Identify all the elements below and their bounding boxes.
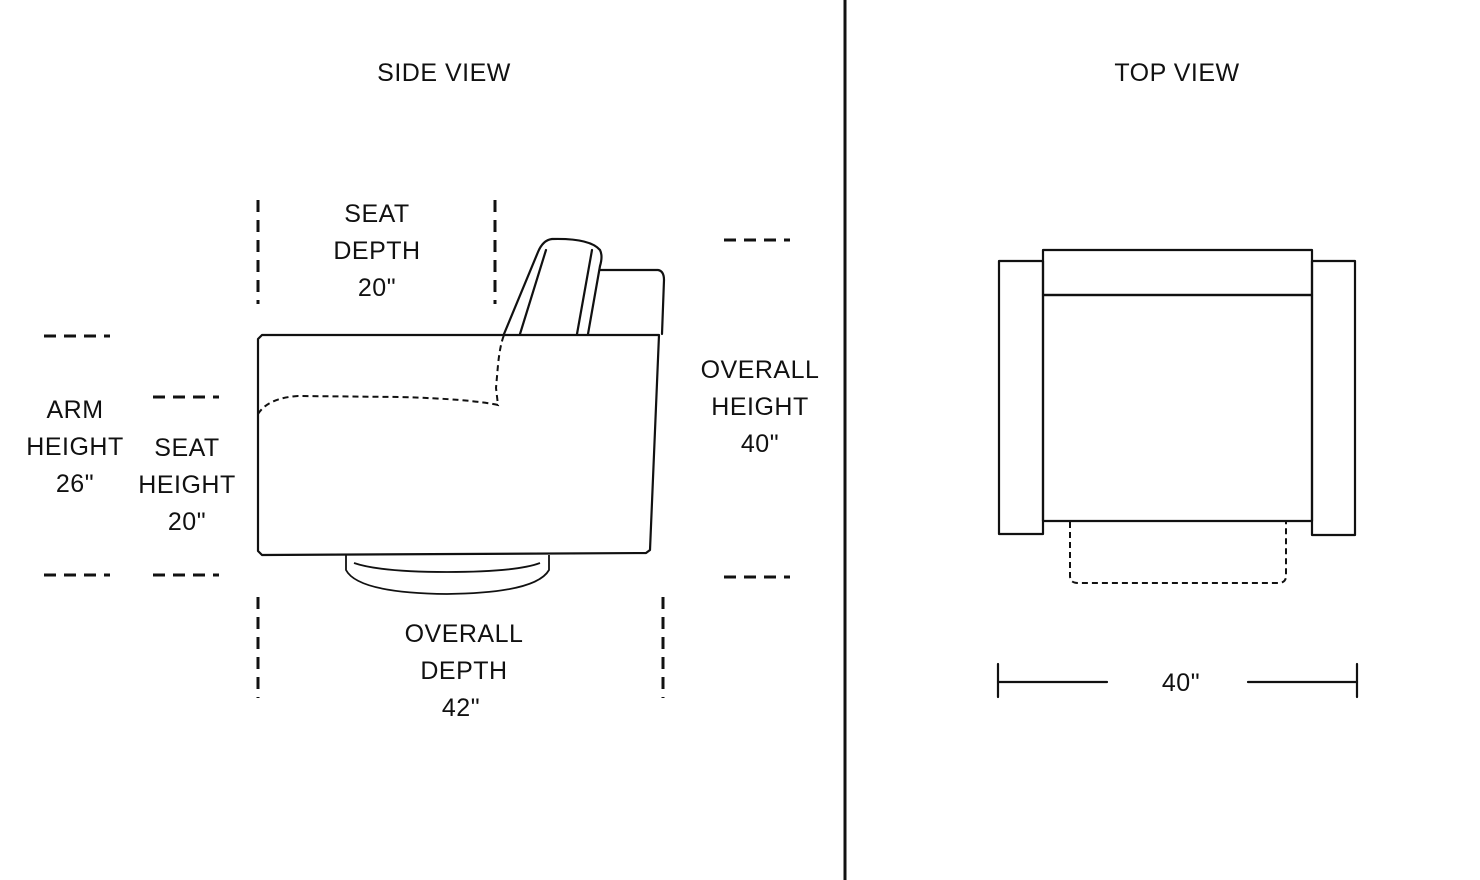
back-cushion-front: [502, 237, 603, 336]
back-top: [1041, 248, 1314, 297]
side-view-title: SIDE VIEW: [377, 59, 511, 87]
back-cushion-rear: [598, 268, 666, 336]
chair-body: [256, 333, 661, 557]
overall-depth-line2: DEPTH: [420, 657, 507, 685]
seat-height-value: 20": [168, 508, 206, 536]
seat-height-line1: SEAT: [154, 434, 219, 462]
overall-depth-value: 42": [442, 694, 480, 722]
top-view-title: TOP VIEW: [1114, 59, 1239, 87]
swivel-base-top-hidden: [1069, 522, 1287, 584]
seat-height-line2: HEIGHT: [138, 471, 235, 499]
swivel-base-inner: [353, 562, 541, 573]
seat-depth-label: SEAT DEPTH 20": [333, 200, 420, 302]
arm-height-value: 26": [56, 470, 94, 498]
overall-height-label: OVERALL HEIGHT 40": [701, 356, 820, 458]
seat-hidden-line: [257, 334, 505, 415]
seat-depth-line2: DEPTH: [333, 237, 420, 265]
swivel-base: [345, 555, 550, 595]
overall-depth-line1: OVERALL: [405, 620, 524, 648]
width-dimension: 40": [996, 662, 1359, 699]
back-cushion-seam-2: [575, 248, 594, 336]
seat-height-label: SEAT HEIGHT 20": [138, 434, 235, 536]
chair-side-drawing: [256, 237, 666, 595]
seat-top: [1041, 293, 1314, 523]
overall-height-line2: HEIGHT: [711, 393, 808, 421]
overall-height-line1: OVERALL: [701, 356, 820, 384]
seat-depth-line1: SEAT: [344, 200, 409, 228]
back-cushion-seam: [518, 248, 548, 336]
width-value: 40": [1162, 669, 1200, 697]
left-arm-top: [997, 259, 1045, 536]
overall-height-value: 40": [741, 430, 779, 458]
chair-top-drawing: [997, 248, 1357, 584]
right-arm-top: [1310, 259, 1357, 537]
seat-depth-value: 20": [358, 274, 396, 302]
arm-height-line1: ARM: [46, 396, 103, 424]
arm-height-line2: HEIGHT: [26, 433, 123, 461]
overall-depth-label: OVERALL DEPTH 42": [405, 620, 524, 722]
arm-height-label: ARM HEIGHT 26": [26, 396, 123, 498]
